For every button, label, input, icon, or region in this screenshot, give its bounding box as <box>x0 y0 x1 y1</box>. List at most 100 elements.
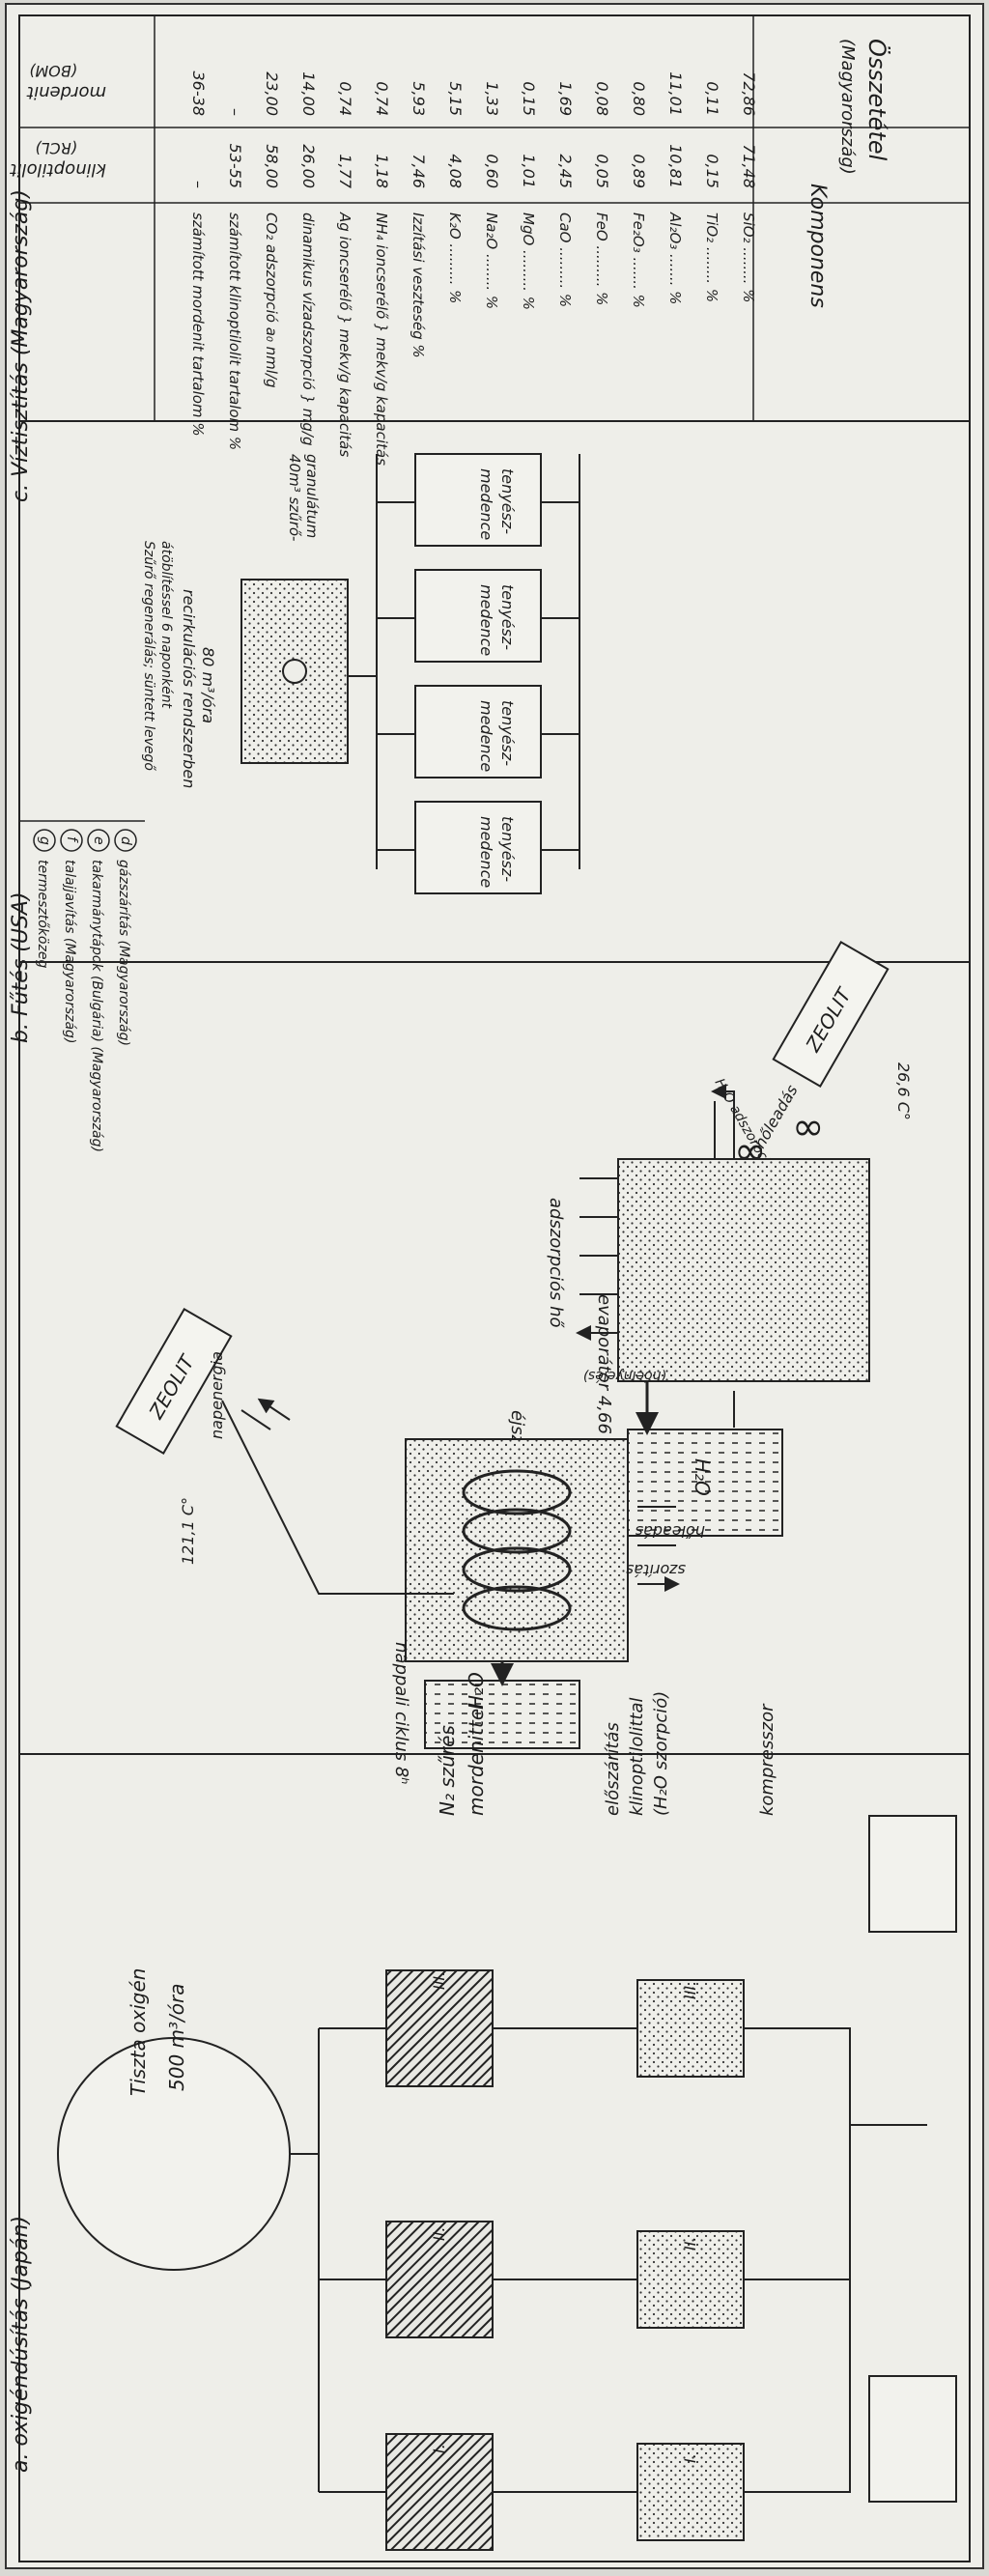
compressor-box-2 <box>868 2375 957 2503</box>
table-row-mordenit: 0,15 <box>520 81 538 116</box>
roman-label: II. <box>681 2236 699 2250</box>
roman-label: III. <box>681 1981 699 1999</box>
table-row-klinoptilolit: 1,77 <box>336 154 354 188</box>
medence-l1: tenyész- <box>498 816 517 882</box>
szuro-l2: átöblítéssel 6 naponként <box>158 541 174 709</box>
panel-a: a. oxigéndúsítás (Japán) Tiszta oxigén 5… <box>9 1691 971 2562</box>
predry-column: III. <box>636 1979 745 2078</box>
medence-box: tenyész-medence <box>414 569 542 663</box>
recirk-l2: 80 m³/óra <box>199 647 217 723</box>
list-item-badge <box>114 829 137 852</box>
table-row-klinoptilolit: 0,15 <box>703 154 721 188</box>
col-mordenit: mordenit <box>26 82 106 102</box>
table-row-klinoptilolit: 10,81 <box>666 144 685 188</box>
medence-l2: medence <box>477 468 495 540</box>
szuro-l1: Szűrő regenerálás; süntett levegő <box>141 541 156 771</box>
predry-column: II. <box>636 2230 745 2329</box>
adszorpcios-ho: adszorpciós hő <box>546 1198 566 1329</box>
list-item: e takarmánytápok (Bulgária) (Magyarország… <box>87 829 110 1152</box>
napenergia: napenergia <box>208 1351 226 1439</box>
sun-arrows <box>240 1401 291 1430</box>
table-row-mordenit: 5,93 <box>410 81 428 116</box>
table-row-name: számított klinoptilolit tartalom % <box>226 212 243 450</box>
table-row-klinoptilolit: 7,46 <box>410 154 428 188</box>
table-row-mordenit: 1,69 <box>556 81 575 116</box>
predry-columns: III. II. I. <box>636 1979 745 2541</box>
list-item: g termesztőközeg <box>33 829 56 968</box>
temp-right: 26,6 C° <box>894 1062 913 1120</box>
col-klinoptilolit-code: (RCL) <box>35 139 77 157</box>
table-row-name: CaO ......... % <box>556 212 574 307</box>
list-item-badge <box>60 829 83 852</box>
n2-l1: N₂ szűrés <box>436 1725 459 1816</box>
list-letter: e <box>91 836 106 845</box>
table-row-name: számított mordenit tartalom % <box>189 212 207 437</box>
medence-l1: tenyész- <box>498 584 517 650</box>
table-row-mordenit: 23,00 <box>263 71 281 116</box>
panel-c: c. Víztisztítás (Magyarország) tenyész-m… <box>9 189 971 1152</box>
granulatum-l1: 40m³ szűrő- <box>286 454 303 541</box>
table-row-name: K₂O ......... % <box>446 212 464 303</box>
pre-l1: előszárítás <box>603 1722 623 1816</box>
table-row-name: FeO ......... % <box>593 212 610 305</box>
evaporator-label: evaporátor 4,66 C° <box>594 1294 614 1460</box>
list-item-badge <box>87 829 110 852</box>
list-text: takarmánytápok (Bulgária) (Magyarország) <box>89 860 104 1152</box>
heat-arrows <box>579 1177 618 1333</box>
h2o-label-left: H₂O <box>465 1672 488 1710</box>
circle-l2: 500 m³/óra <box>165 1984 188 2091</box>
table-row-klinoptilolit: 4,08 <box>446 154 465 188</box>
roman-label: I. <box>430 2444 448 2453</box>
szoritas: szorítás <box>626 1561 686 1579</box>
table-row-mordenit: 0,08 <box>593 81 611 116</box>
table-row-mordenit: 1,33 <box>483 81 501 116</box>
pipe-adsorption <box>711 1084 735 1159</box>
list-item: f talajjavítás (Magyarország) <box>60 829 83 1043</box>
filter-pump-icon <box>282 659 307 684</box>
table-row-name: Al₂O₃ ....... % <box>666 212 684 304</box>
table-row-mordenit: 72,86 <box>740 71 758 116</box>
table-row-klinoptilolit: 0,89 <box>630 154 648 188</box>
table-row-klinoptilolit: 2,45 <box>556 154 575 188</box>
list-letter: f <box>64 836 79 843</box>
panel-c-title: c. Víztisztítás (Magyarország) <box>9 189 33 502</box>
predry-column: I. <box>636 2443 745 2541</box>
n2-column: I. <box>385 2433 763 2551</box>
nappali-label: nappali ciklus 8ʰ <box>391 1642 411 1785</box>
pipe-c-feed <box>376 454 415 869</box>
medence-group: tenyész-medencetenyész-medencetenyész-me… <box>414 453 542 894</box>
table-title: Összetétel <box>863 39 891 161</box>
table-row-klinoptilolit: 53-55 <box>226 144 244 189</box>
medence-box: tenyész-medence <box>414 801 542 894</box>
table-row-klinoptilolit: 0,05 <box>593 154 611 188</box>
pipe-oxygen <box>290 2027 386 2493</box>
recirk-l1: recirkulációs rendszerben <box>180 589 198 788</box>
pipe-zeolit-coil <box>221 1400 454 1595</box>
table-row-mordenit: 0,80 <box>630 81 648 116</box>
panel-b: b. Fűtés (USA) ZEOLIT 26,6 C° hőleadás H… <box>9 892 971 1785</box>
pre-l3: (H₂O szorpció) <box>651 1691 671 1816</box>
hoatadas-top: hőleadás <box>636 1522 705 1541</box>
list-text: talajjavítás (Magyarország) <box>62 860 77 1043</box>
temp-left: 121,1 C° <box>179 1497 197 1565</box>
pipe-c-return <box>541 454 580 869</box>
col-klinoptilolit: klinoptilolit <box>10 159 106 180</box>
medence-box: tenyész-medence <box>414 453 542 547</box>
h2o-label-right: H₂O <box>691 1458 714 1496</box>
table-row-mordenit: 0,74 <box>373 81 391 116</box>
table-subtitle: (Magyarország) <box>837 39 858 175</box>
panel-a-title: a. oxigéndúsítás (Japán) <box>9 2216 33 2473</box>
list-letter: g <box>37 836 52 845</box>
granulatum-l2: granulátum <box>303 454 321 538</box>
roman-label: I. <box>681 2453 699 2463</box>
table-row-name: Fe₂O₃ ....... % <box>630 212 647 308</box>
composition-table: Összetétel (Magyarország) Komponens klin… <box>10 14 971 467</box>
compressor-box <box>868 1815 957 1933</box>
table-row-name: Izzítási veszteség % <box>410 212 427 358</box>
adsorption-chamber <box>617 1158 870 1382</box>
evaporator-tank <box>627 1429 783 1537</box>
table-row-mordenit: 14,00 <box>299 71 318 116</box>
list-text: termesztőközeg <box>35 860 50 968</box>
